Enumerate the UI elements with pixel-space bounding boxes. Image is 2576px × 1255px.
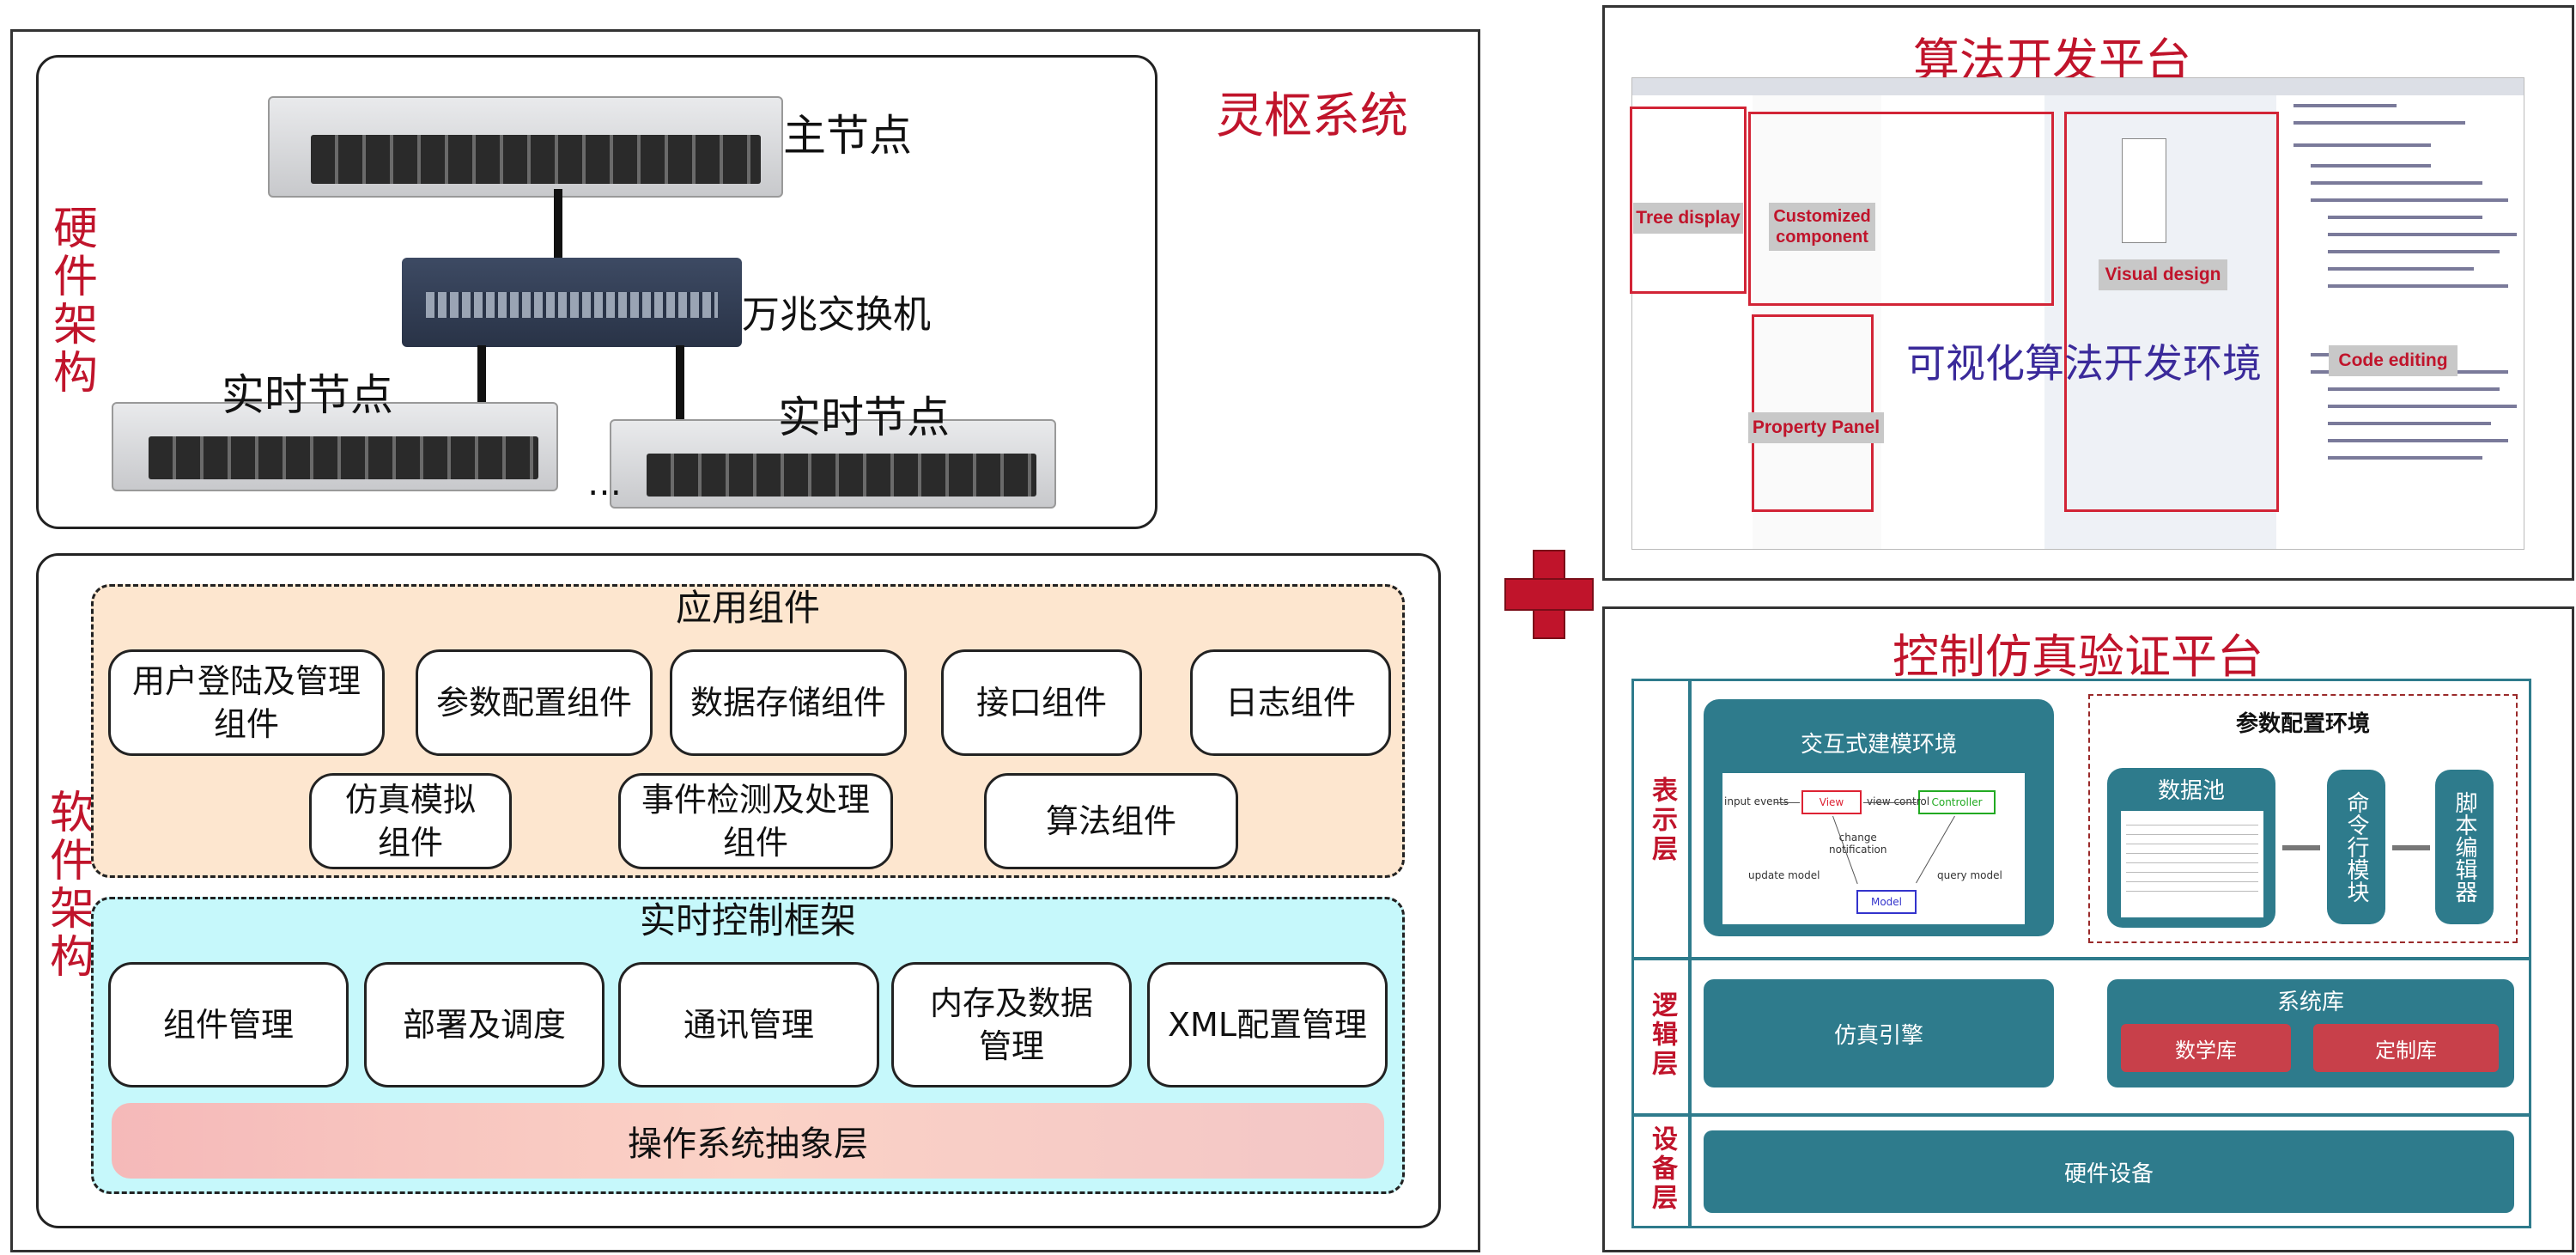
- link-line: [676, 345, 684, 427]
- custom-component-callout: [1748, 112, 2054, 306]
- plus-icon: [1504, 550, 1594, 639]
- layer-device: 设备层: [1647, 1125, 1677, 1213]
- layer-label-column: [1631, 679, 1692, 1228]
- rt-component-deployment: 部署及调度: [364, 962, 605, 1087]
- software-label: 软件架构: [41, 789, 94, 981]
- layer-divider: [1631, 957, 2531, 960]
- interactive-env-title: 交互式建模环境: [1800, 731, 1957, 758]
- sim-engine-label: 仿真引擎: [1833, 1022, 1923, 1049]
- mvc-arrow: [1774, 802, 1800, 803]
- hardware-label: 硬件架构: [45, 204, 97, 397]
- mvc-view-box: View: [1801, 790, 1862, 814]
- ide-screenshot: [1631, 77, 2524, 550]
- cmd-module-box: 命令行模块: [2327, 770, 2385, 924]
- rt-component-communication: 通讯管理: [618, 962, 879, 1087]
- switch-icon: [402, 258, 742, 347]
- param-config-title: 参数配置环境: [2235, 710, 2370, 737]
- math-lib-label: 数学库: [2175, 1038, 2237, 1063]
- param-config-env: [2088, 694, 2518, 943]
- ellipsis: …: [587, 464, 622, 503]
- app-component-interface: 接口组件: [941, 649, 1142, 756]
- mvc-model-box: Model: [1856, 890, 1917, 914]
- script-editor-label: 脚本编辑器: [2451, 791, 2477, 903]
- arrow-left-icon: [2392, 845, 2430, 850]
- mvc-diagram: View Controller Model input events view …: [1722, 773, 2025, 924]
- app-component-algorithm: 算法组件: [984, 773, 1238, 869]
- mvc-view-control-label: view control: [1867, 795, 1930, 807]
- tree-display-label: Tree display: [1633, 203, 1743, 234]
- app-component-user-login: 用户登陆及管理 组件: [108, 649, 385, 756]
- mvc-controller-box: Controller: [1918, 790, 1996, 814]
- visual-algo-env-label: 可视化算法开发环境: [1906, 340, 2262, 387]
- mvc-arrow: [1863, 802, 1917, 803]
- app-component-param-config: 参数配置组件: [416, 649, 653, 756]
- property-panel-label: Property Panel: [1748, 412, 1884, 443]
- tree-display-callout: [1630, 107, 1747, 294]
- custom-component-label: Customized component: [1769, 203, 1875, 251]
- mvc-input-label: input events: [1724, 795, 1789, 807]
- app-section-title: 应用组件: [675, 586, 820, 629]
- app-component-log: 日志组件: [1190, 649, 1391, 756]
- system-title: 灵枢系统: [1216, 88, 1408, 144]
- custom-lib-box: 定制库: [2313, 1024, 2499, 1072]
- custom-lib-label: 定制库: [2375, 1038, 2437, 1063]
- link-line: [554, 189, 562, 271]
- ctrl-platform-title: 控制仿真验证平台: [1893, 629, 2263, 684]
- link-line: [477, 345, 486, 427]
- rt-component-xml-config: XML配置管理: [1147, 962, 1388, 1087]
- os-abstraction-layer: 操作系统抽象层: [112, 1103, 1384, 1179]
- layer-logic: 逻辑层: [1647, 991, 1677, 1079]
- mvc-update-label: update model: [1748, 869, 1820, 881]
- code-editing-label: Code editing: [2329, 345, 2458, 376]
- arrow-double-icon: [2282, 845, 2320, 850]
- cmd-module-label: 命令行模块: [2343, 791, 2369, 903]
- data-pool-title: 数据池: [2157, 777, 2225, 804]
- visual-design-label: Visual design: [2099, 259, 2227, 290]
- rt-node-2-server-icon: [610, 419, 1056, 509]
- app-component-simulation: 仿真模拟 组件: [309, 773, 512, 869]
- rt-node-1-label: 实时节点: [222, 370, 393, 420]
- rt-component-management: 组件管理: [108, 962, 349, 1087]
- sim-engine-box: 仿真引擎: [1704, 979, 2054, 1087]
- rt-section-title: 实时控制框架: [639, 899, 856, 941]
- visual-design-callout: [2064, 112, 2279, 512]
- layer-presentation: 表示层: [1647, 777, 1677, 864]
- rt-node-2-label: 实时节点: [778, 393, 950, 442]
- script-editor-box: 脚本编辑器: [2435, 770, 2494, 924]
- app-component-event-handling: 事件检测及处理 组件: [618, 773, 893, 869]
- data-pool-table: [2121, 811, 2263, 917]
- rt-component-memory: 内存及数据 管理: [891, 962, 1132, 1087]
- hardware-device-label: 硬件设备: [2063, 1161, 2154, 1187]
- math-lib-box: 数学库: [2121, 1024, 2291, 1072]
- layer-divider: [1631, 1113, 2531, 1117]
- main-node-label: 主节点: [783, 111, 912, 161]
- mvc-change-label: change notification: [1829, 832, 1887, 856]
- main-node-server-icon: [268, 96, 783, 198]
- hardware-device-box: 硬件设备: [1704, 1130, 2514, 1213]
- rt-node-1-server-icon: [112, 402, 558, 491]
- mvc-query-label: query model: [1937, 869, 2002, 881]
- app-component-data-storage: 数据存储组件: [670, 649, 907, 756]
- switch-label: 万兆交换机: [742, 293, 931, 337]
- sys-lib-title: 系统库: [2276, 989, 2344, 1015]
